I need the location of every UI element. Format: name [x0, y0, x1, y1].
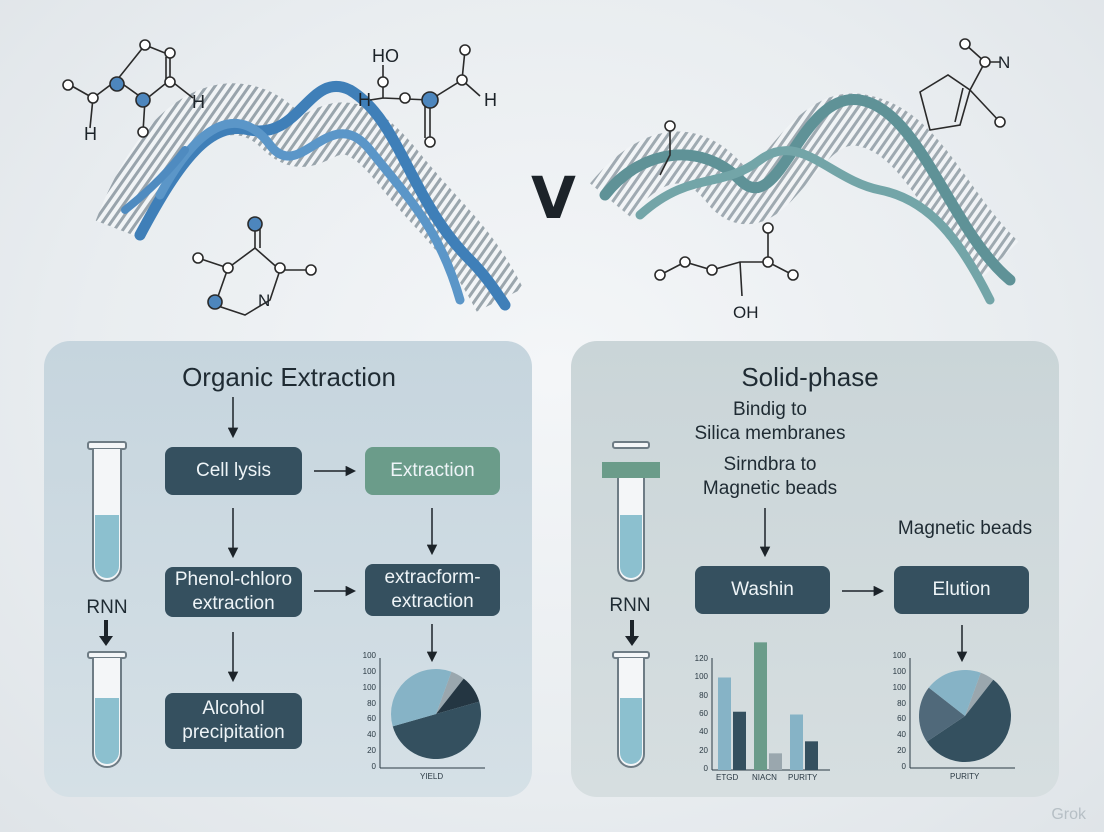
- watermark: Grok: [1051, 806, 1086, 823]
- axis-tick-label: 100: [362, 666, 376, 676]
- axis-tick-label: 80: [699, 690, 708, 700]
- panel-title-solid: Solid-phase: [741, 362, 879, 392]
- sirndbra-line-2: Magnetic beads: [702, 478, 838, 499]
- axis-tick-label: 0: [901, 762, 906, 771]
- sirndbra-label: Sirndbra to Magnetic beads: [660, 453, 880, 501]
- elution-step: Elution: [894, 566, 1029, 614]
- axis-tick-label: 20: [897, 746, 906, 756]
- binding-label: Bindig to Silica membranes: [660, 398, 880, 446]
- binding-line-2: Silica membranes: [694, 423, 846, 444]
- axis-tick-label: 60: [367, 714, 376, 724]
- tube-label-left: RNN: [86, 597, 128, 618]
- axis-tick-label: 80: [897, 698, 906, 708]
- h-label: H: [484, 90, 497, 110]
- axis-tick-label: 100: [694, 672, 708, 682]
- phenol-line-2: extraction: [192, 593, 275, 614]
- axis-tick-label: 60: [897, 714, 906, 724]
- magnetic-beads-label: Magnetic beads: [897, 518, 1033, 539]
- axis-tick-label: 20: [367, 746, 376, 756]
- yield-axis-label: YIELD: [420, 772, 444, 781]
- axis-tick-label: 0: [371, 762, 376, 771]
- phenol-line-1: Phenol-chloro: [174, 569, 293, 590]
- right-dna-helix: [590, 93, 1019, 305]
- axis-tick-label: 60: [699, 709, 708, 718]
- h-label: H: [84, 124, 97, 144]
- washin-step: Washin: [695, 566, 830, 614]
- axis-tick-label: 100: [362, 682, 376, 692]
- sirndbra-line-1: Sirndbra to: [723, 454, 817, 475]
- panel-title-organic: Organic Extraction: [182, 362, 396, 392]
- ho-label: HO: [372, 46, 399, 66]
- h-label: H: [358, 90, 371, 110]
- extracform-line-1: extracform-: [384, 567, 481, 588]
- h-label: H: [192, 92, 205, 112]
- extracform-line-2: extraction: [391, 591, 474, 612]
- dna-illustration: H H HO H H N N: [62, 38, 1019, 322]
- binding-line-1: Bindig to: [733, 399, 807, 420]
- n-label: N: [258, 291, 270, 310]
- cell-lysis-step: Cell lysis: [165, 447, 302, 495]
- axis-tick-label: 80: [367, 698, 376, 708]
- axis-tick-label: 20: [699, 745, 708, 755]
- axis-tick-label: 100: [362, 651, 376, 660]
- versus-symbol: V: [531, 164, 576, 232]
- axis-tick-label: 100: [892, 666, 906, 676]
- bar-category-label: PURITY: [788, 773, 818, 782]
- extracform-step: extracform- extraction: [365, 564, 500, 616]
- molecule-right-top: [919, 38, 1006, 131]
- alcohol-precipitation-step: Alcohol precipitation: [165, 693, 302, 749]
- axis-tick-label: 120: [694, 654, 708, 663]
- axis-tick-label: 100: [892, 682, 906, 692]
- bar-category-label: NIACN: [752, 773, 777, 782]
- molecule-ring: [192, 216, 317, 316]
- extraction-step: Extraction: [365, 447, 500, 495]
- oh-label: OH: [733, 303, 759, 322]
- tube-label-right: RNN: [609, 595, 651, 616]
- bar-category-label: ETGD: [716, 773, 739, 782]
- molecule-center: [369, 44, 481, 148]
- axis-tick-label: 40: [367, 730, 376, 740]
- phenol-chloro-step: Phenol-chloro extraction: [165, 567, 302, 617]
- purity-axis-label: PURITY: [950, 772, 980, 781]
- molecule-left-top: [62, 39, 194, 138]
- molecule-right-bottom: [654, 120, 799, 297]
- left-dna-helix: [95, 81, 524, 312]
- alcohol-line-1: Alcohol: [202, 698, 265, 719]
- axis-tick-label: 0: [703, 764, 708, 773]
- alcohol-line-2: precipitation: [182, 722, 285, 743]
- n-label: N: [998, 53, 1010, 72]
- axis-tick-label: 40: [699, 727, 708, 737]
- axis-tick-label: 100: [892, 651, 906, 660]
- axis-tick-label: 40: [897, 730, 906, 740]
